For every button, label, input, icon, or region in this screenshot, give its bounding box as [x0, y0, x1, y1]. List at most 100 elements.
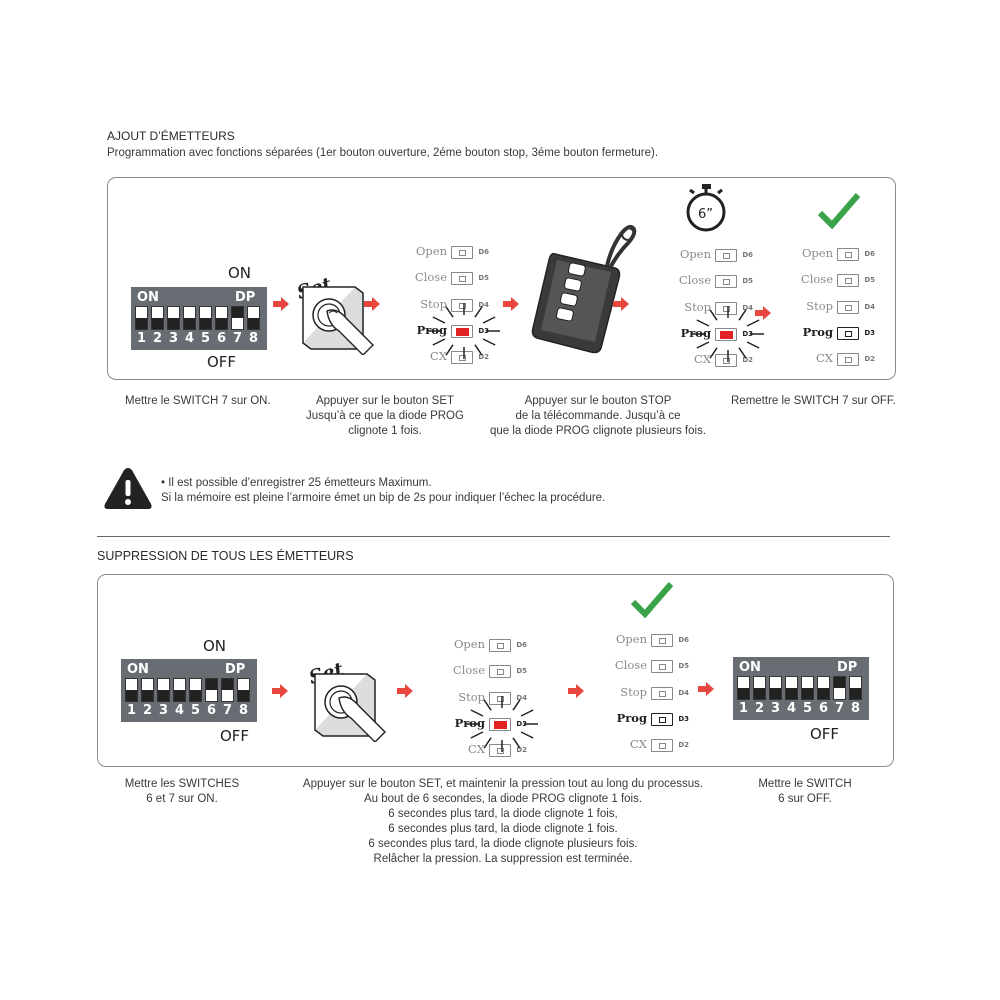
dip-number: 6: [217, 331, 227, 346]
dip-switch-5[interactable]: [801, 676, 814, 700]
dip-switch-5[interactable]: [199, 306, 212, 330]
led-code: D2: [678, 741, 689, 749]
led-label-cx: CX: [430, 349, 447, 363]
dip-number: 1: [127, 703, 137, 718]
dip-switch-7[interactable]: [221, 678, 234, 702]
checkmark-icon: [817, 193, 861, 230]
led-label-prog: Prog: [416, 323, 447, 337]
dip-switch-8[interactable]: [247, 306, 260, 330]
caption-line: Relâcher la pression. La suppression est…: [373, 853, 633, 865]
led-label-stop: Stop: [420, 297, 447, 311]
dip-switch-5[interactable]: [189, 678, 202, 702]
dip-switch-knob: [184, 318, 195, 329]
led-indicator-open: [651, 634, 673, 647]
led-label-stop: Stop: [620, 685, 647, 699]
dip-number: 1: [739, 701, 749, 716]
dip-switch-knob: [158, 690, 169, 701]
led-label-close: Close: [452, 663, 485, 677]
caption-line: 6 sur OFF.: [778, 793, 832, 805]
dip1-on-label: ON: [228, 264, 252, 282]
led-code: D5: [742, 277, 753, 285]
caption-line: Mettre le SWITCH: [758, 778, 852, 790]
warning-icon: [104, 468, 152, 509]
blink-ray: [738, 309, 747, 321]
blink-ray: [474, 306, 483, 318]
dip-switch-1[interactable]: [135, 306, 148, 330]
dip-switch-8[interactable]: [849, 676, 862, 700]
led-indicator-cx: [451, 351, 473, 364]
blink-ray: [470, 709, 484, 717]
dip-switch-knob: [190, 690, 201, 701]
led-indicator-stop: [651, 687, 673, 700]
blink-ray: [470, 731, 484, 739]
dip-switch-1[interactable]: [737, 676, 750, 700]
caption-line: clignote 1 fois.: [348, 425, 422, 437]
dip-switch-6[interactable]: [205, 678, 218, 702]
warning-line2: Si la mémoire est pleine l’armoire émet …: [161, 492, 606, 504]
section1-subtitle: Programmation avec fonctions séparées (1…: [107, 147, 659, 159]
set-button-hand-icon: Set: [295, 273, 374, 355]
arrow-icon: [364, 297, 380, 311]
blink-ray: [520, 709, 534, 717]
led-label-cx: CX: [816, 351, 833, 365]
led-code: D6: [678, 636, 689, 644]
dip-switch-knob: [136, 318, 147, 329]
caption-step3: Appuyer sur le bouton STOP de la télécom…: [478, 394, 718, 439]
dip-switch-knob: [222, 679, 233, 690]
arrow-icon: [272, 684, 288, 698]
dip-switch-3[interactable]: [157, 678, 170, 702]
caption-line: 6 et 7 sur ON.: [146, 793, 218, 805]
dip-switch-7[interactable]: [833, 676, 846, 700]
dip-switch-1[interactable]: [125, 678, 138, 702]
set-button-hand-icon: Set: [307, 658, 386, 742]
dip-switch-3[interactable]: [167, 306, 180, 330]
led-indicator-open: [489, 639, 511, 652]
blink-ray: [483, 699, 492, 711]
dip-switch-6[interactable]: [215, 306, 228, 330]
led-code: D2: [516, 746, 527, 754]
dip-switch-8[interactable]: [237, 678, 250, 702]
arrow-icon: [613, 297, 629, 311]
led-label-prog: Prog: [616, 711, 647, 725]
dip-switch-4[interactable]: [785, 676, 798, 700]
dip-number: 4: [185, 331, 195, 346]
led-indicator-cx: [715, 354, 737, 367]
led-label-prog: Prog: [680, 326, 711, 340]
blink-ray: [709, 309, 718, 321]
arrow-icon: [273, 297, 289, 311]
blink-rays-icon: [692, 306, 764, 362]
blink-ray: [482, 338, 496, 346]
dip-switch-2[interactable]: [151, 306, 164, 330]
led-indicator-cx: [489, 744, 511, 757]
led-indicator-prog: [837, 327, 859, 340]
dip-switch-2[interactable]: [753, 676, 766, 700]
dip-number: 7: [233, 331, 243, 346]
dip2-off-label: OFF: [220, 727, 250, 745]
dip-switch-knob: [142, 690, 153, 701]
caption-line: de la télécommande. Jusqu’à ce: [515, 410, 681, 422]
led-label-open: Open: [679, 247, 711, 261]
dip-on-text: ON: [137, 290, 159, 305]
dip-number: 2: [143, 703, 153, 718]
led-label-open: Open: [801, 246, 833, 260]
dip-number: 6: [207, 703, 217, 718]
dip-switch-4[interactable]: [173, 678, 186, 702]
dip-switch-4[interactable]: [183, 306, 196, 330]
dip-number: 5: [803, 701, 813, 716]
led-code: D2: [864, 355, 875, 363]
dip-switch-knob: [738, 688, 749, 699]
dip-number: 3: [159, 703, 169, 718]
s2-caption-step2: Appuyer sur le bouton SET, et maintenir …: [283, 777, 723, 867]
dip-switch-2[interactable]: [141, 678, 154, 702]
s2-caption-step1: Mettre les SWITCHES 6 et 7 sur ON.: [112, 777, 252, 807]
dip-switch-knob: [206, 679, 217, 690]
blink-ray: [746, 319, 760, 327]
dip-switch-7[interactable]: [231, 306, 244, 330]
dip-switch-knob: [238, 690, 249, 701]
dip-switch-6[interactable]: [817, 676, 830, 700]
led-code: D4: [864, 303, 875, 311]
dip-switch-3[interactable]: [769, 676, 782, 700]
